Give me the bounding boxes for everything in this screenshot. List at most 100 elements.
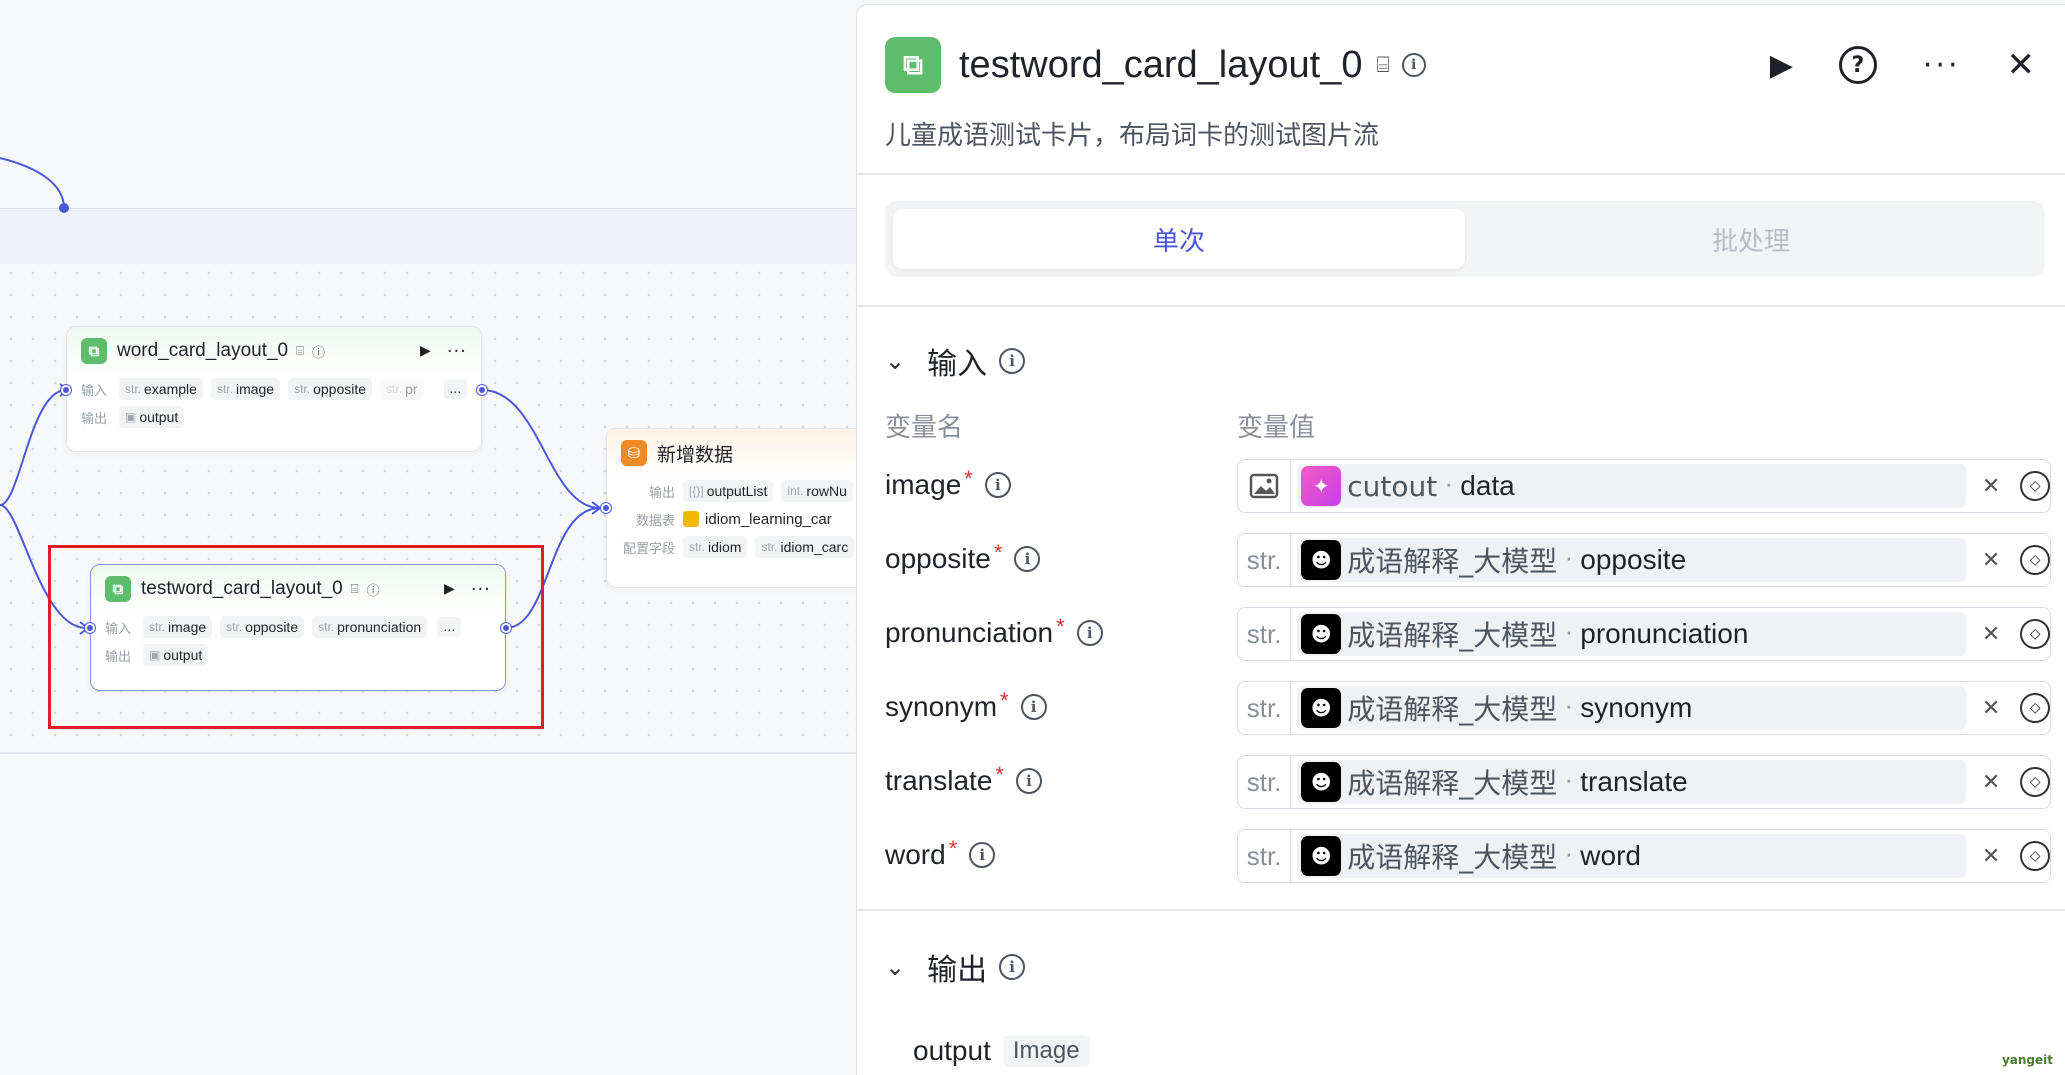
clear-icon[interactable]: ✕	[1981, 695, 2001, 721]
source-node: 成语解释_大模型	[1347, 841, 1558, 874]
variable-value-field[interactable]: str. ☻ 成语解释_大模型·word ✕ ◇	[1237, 829, 2051, 883]
more-icon[interactable]: ···	[1922, 47, 1961, 83]
variable-row-translate: translate*i str. ☻ 成语解释_大模型·translate ✕ …	[885, 755, 2051, 811]
source-node: 成语解释_大模型	[1347, 619, 1558, 652]
run-icon[interactable]: ▶	[420, 343, 431, 359]
image-icon: ▣	[149, 648, 161, 662]
variable-picker-icon[interactable]: ◇	[2020, 693, 2050, 723]
close-icon[interactable]: ✕	[2006, 45, 2036, 85]
table-value: idiom_learning_car	[705, 510, 832, 528]
info-icon[interactable]: i	[1401, 53, 1426, 77]
input-chip: str.pr	[380, 378, 424, 400]
outputs-label: 输出	[105, 649, 132, 665]
clear-icon[interactable]: ✕	[1981, 843, 2001, 869]
input-chip: str.example	[119, 378, 203, 400]
variable-reference[interactable]: ☻ 成语解释_大模型·opposite	[1297, 538, 1966, 582]
node-word-card-layout[interactable]: ⧉ word_card_layout_0 ⌸ ⓘ ▶ ··· 输入 str.ex…	[66, 326, 482, 452]
input-section-header[interactable]: ⌄ 输入 i	[885, 339, 1026, 383]
more-icon[interactable]: ···	[446, 340, 467, 362]
edge-top	[0, 157, 65, 209]
required-mark: *	[993, 540, 1003, 565]
clear-icon[interactable]: ✕	[1981, 621, 2001, 647]
node-testword-card-layout[interactable]: ⧉ testword_card_layout_0 ⌸ ⓘ ▶ ··· 输入 st…	[90, 564, 506, 691]
node1-in-port[interactable]	[61, 385, 71, 395]
variable-row-opposite: opposite* i str. ☻ 成语解释_大模型·opposite ✕ ◇	[885, 533, 2051, 589]
variable-value-field[interactable]: str. ☻ 成语解释_大模型·opposite ✕ ◇	[1237, 533, 2051, 587]
workflow-canvas[interactable]: ⧉ word_card_layout_0 ⌸ ⓘ ▶ ··· 输入 str.ex…	[0, 0, 856, 1075]
info-icon: ⓘ	[311, 345, 325, 361]
info-icon[interactable]: i	[969, 842, 996, 868]
variable-value-field[interactable]: str. ☻ 成语解释_大模型·translate ✕ ◇	[1237, 755, 2051, 809]
variable-value-field[interactable]: ✦ cutout·data ✕ ◇	[1237, 459, 2051, 513]
info-icon[interactable]: i	[1020, 694, 1047, 720]
variable-picker-icon[interactable]: ◇	[2020, 545, 2050, 575]
variable-picker-icon[interactable]: ◇	[2020, 619, 2050, 649]
source-node: 成语解释_大模型	[1347, 545, 1558, 578]
node2-in-port[interactable]	[85, 623, 95, 633]
archive-icon[interactable]: ⌸	[1376, 52, 1390, 78]
node-header: ⧉ testword_card_layout_0 ⌸ ⓘ ▶ ···	[91, 565, 505, 613]
more-icon[interactable]: ···	[470, 578, 491, 600]
column-header-name: 变量名	[885, 413, 964, 443]
source-field: data	[1460, 470, 1515, 501]
config-label: 配置字段	[622, 541, 675, 557]
workflow-icon: ⧉	[81, 338, 107, 364]
tab-single[interactable]: 单次	[893, 209, 1465, 269]
more-inputs-button[interactable]: …	[443, 379, 467, 399]
input-chip: str.pronunciation	[312, 616, 428, 638]
canvas-group-band	[0, 208, 856, 264]
llm-icon: ☻	[1301, 836, 1342, 876]
variable-reference[interactable]: ☻ 成语解释_大模型·pronunciation	[1297, 612, 1966, 656]
help-icon[interactable]: ?	[1838, 46, 1877, 84]
clear-icon[interactable]: ✕	[1981, 473, 2001, 499]
table-icon	[683, 511, 699, 527]
clear-icon[interactable]: ✕	[1981, 547, 2001, 573]
tab-batch[interactable]: 批处理	[1711, 226, 1790, 257]
variable-name: translate	[885, 765, 993, 796]
edge-node2-to-node3	[505, 507, 601, 629]
source-node: cutout	[1347, 469, 1438, 503]
node1-out-port[interactable]	[477, 385, 487, 395]
info-icon[interactable]: i	[999, 954, 1026, 980]
info-icon[interactable]: i	[999, 348, 1026, 374]
output-chip: ▣output	[119, 406, 185, 428]
info-icon[interactable]: i	[1015, 768, 1042, 794]
node-outputs-row: 输出 ▣output	[91, 641, 505, 669]
info-icon[interactable]: i	[1014, 546, 1041, 572]
required-mark: *	[964, 466, 973, 491]
edge-top-port	[59, 203, 69, 213]
variable-value-field[interactable]: str. ☻ 成语解释_大模型·synonym ✕ ◇	[1237, 681, 2051, 735]
variable-name: opposite	[885, 543, 991, 574]
run-icon[interactable]: ▶	[1769, 47, 1793, 83]
outputs-label: 输出	[648, 485, 675, 501]
node-add-data[interactable]: ⛁ 新增数据 输出 [{}]outputList int.rowNu 数据表 i…	[606, 428, 856, 588]
chevron-down-icon[interactable]: ⌄	[885, 347, 906, 375]
node-detail-panel: ⧉ testword_card_layout_0 ⌸ i ▶ ? ··· ✕ 儿…	[856, 4, 2065, 1075]
edge-left-1	[0, 389, 67, 506]
output-section-header[interactable]: ⌄ 输出 i	[885, 945, 1026, 989]
output-name: output	[913, 1035, 991, 1066]
clear-icon[interactable]: ✕	[1981, 769, 2001, 795]
more-inputs-button[interactable]: …	[437, 617, 462, 637]
chevron-down-icon[interactable]: ⌄	[885, 953, 906, 981]
run-icon[interactable]: ▶	[444, 581, 455, 597]
variable-picker-icon[interactable]: ◇	[2020, 767, 2050, 797]
variable-row-word: word*i str. ☻ 成语解释_大模型·word ✕ ◇	[885, 829, 2051, 885]
variable-picker-icon[interactable]: ◇	[2020, 471, 2050, 501]
node2-out-port[interactable]	[501, 623, 511, 633]
cutout-icon: ✦	[1301, 466, 1342, 506]
node3-in-port[interactable]	[601, 503, 611, 513]
variable-reference[interactable]: ☻ 成语解释_大模型·synonym	[1297, 686, 1966, 730]
variable-reference[interactable]: ✦ cutout·data	[1297, 464, 1966, 508]
info-icon[interactable]: i	[984, 472, 1011, 498]
required-mark: *	[1056, 614, 1065, 639]
archive-icon: ⌸	[296, 343, 304, 359]
info-icon[interactable]: i	[1076, 620, 1103, 646]
variable-reference[interactable]: ☻ 成语解释_大模型·translate	[1297, 760, 1966, 804]
llm-icon: ☻	[1301, 614, 1342, 654]
variable-picker-icon[interactable]: ◇	[2020, 841, 2050, 871]
output-type: Image	[1002, 1035, 1090, 1067]
variable-value-field[interactable]: str. ☻ 成语解释_大模型·pronunciation ✕ ◇	[1237, 607, 2051, 661]
variable-reference[interactable]: ☻ 成语解释_大模型·word	[1297, 834, 1966, 878]
source-field: translate	[1580, 766, 1688, 797]
